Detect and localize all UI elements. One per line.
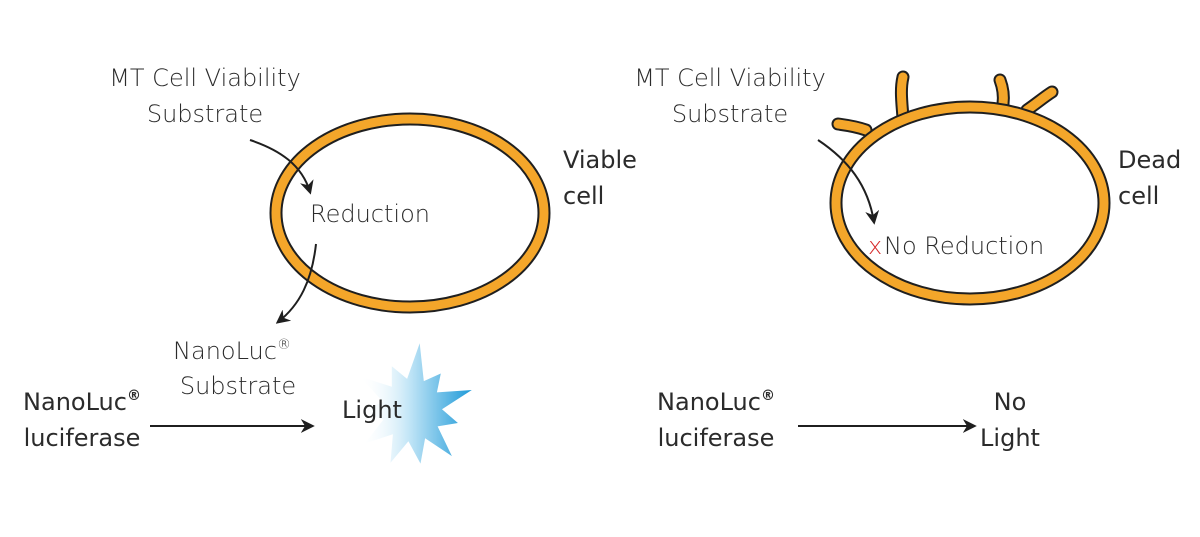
dead-substrate-arrow <box>817 139 880 225</box>
dead-cross-mark: x <box>868 232 882 260</box>
dead-cell-label-line2: cell <box>1118 182 1159 210</box>
dead-luciferase-label-line2: luciferase <box>658 424 775 452</box>
dead-reduction-label: No Reduction <box>884 232 1044 260</box>
viable-luciferase-label-line1: NanoLuc® <box>23 388 141 416</box>
dead-cell-label-line1: Dead <box>1118 146 1181 174</box>
viable-substrate-label-line2: Substrate <box>147 100 263 128</box>
dead-cell-membrane-fill <box>831 102 1109 304</box>
light-label: Light <box>342 396 402 424</box>
viable-reduction-arrow <box>275 243 317 324</box>
viable-cell-label-line1: Viable <box>563 146 637 174</box>
viable-cell-label-line2: cell <box>563 182 604 210</box>
no-light-label-line1: No <box>994 388 1027 416</box>
viable-panel: MT Cell Viability Substrate Reduction Vi… <box>23 64 637 464</box>
nanoluc-substrate-label-line2: Substrate <box>180 372 296 400</box>
viable-luciferase-label-line2: luciferase <box>24 424 141 452</box>
nanoluc-substrate-label-line1: NanoLuc® <box>173 337 291 365</box>
light-burst-icon <box>360 343 472 464</box>
viable-cell-membrane-fill <box>271 114 549 312</box>
dead-panel: MT Cell Viability Substrate x No Reducti… <box>634 64 1181 452</box>
dead-substrate-label-line2: Substrate <box>672 100 788 128</box>
dead-luciferase-label-line1: NanoLuc® <box>657 388 775 416</box>
viable-substrate-arrow <box>249 139 314 195</box>
no-light-label-line2: Light <box>980 424 1040 452</box>
viable-reduction-label: Reduction <box>310 200 430 228</box>
dead-substrate-label-line1: MT Cell Viability <box>634 64 826 92</box>
viable-substrate-label-line1: MT Cell Viability <box>109 64 301 92</box>
